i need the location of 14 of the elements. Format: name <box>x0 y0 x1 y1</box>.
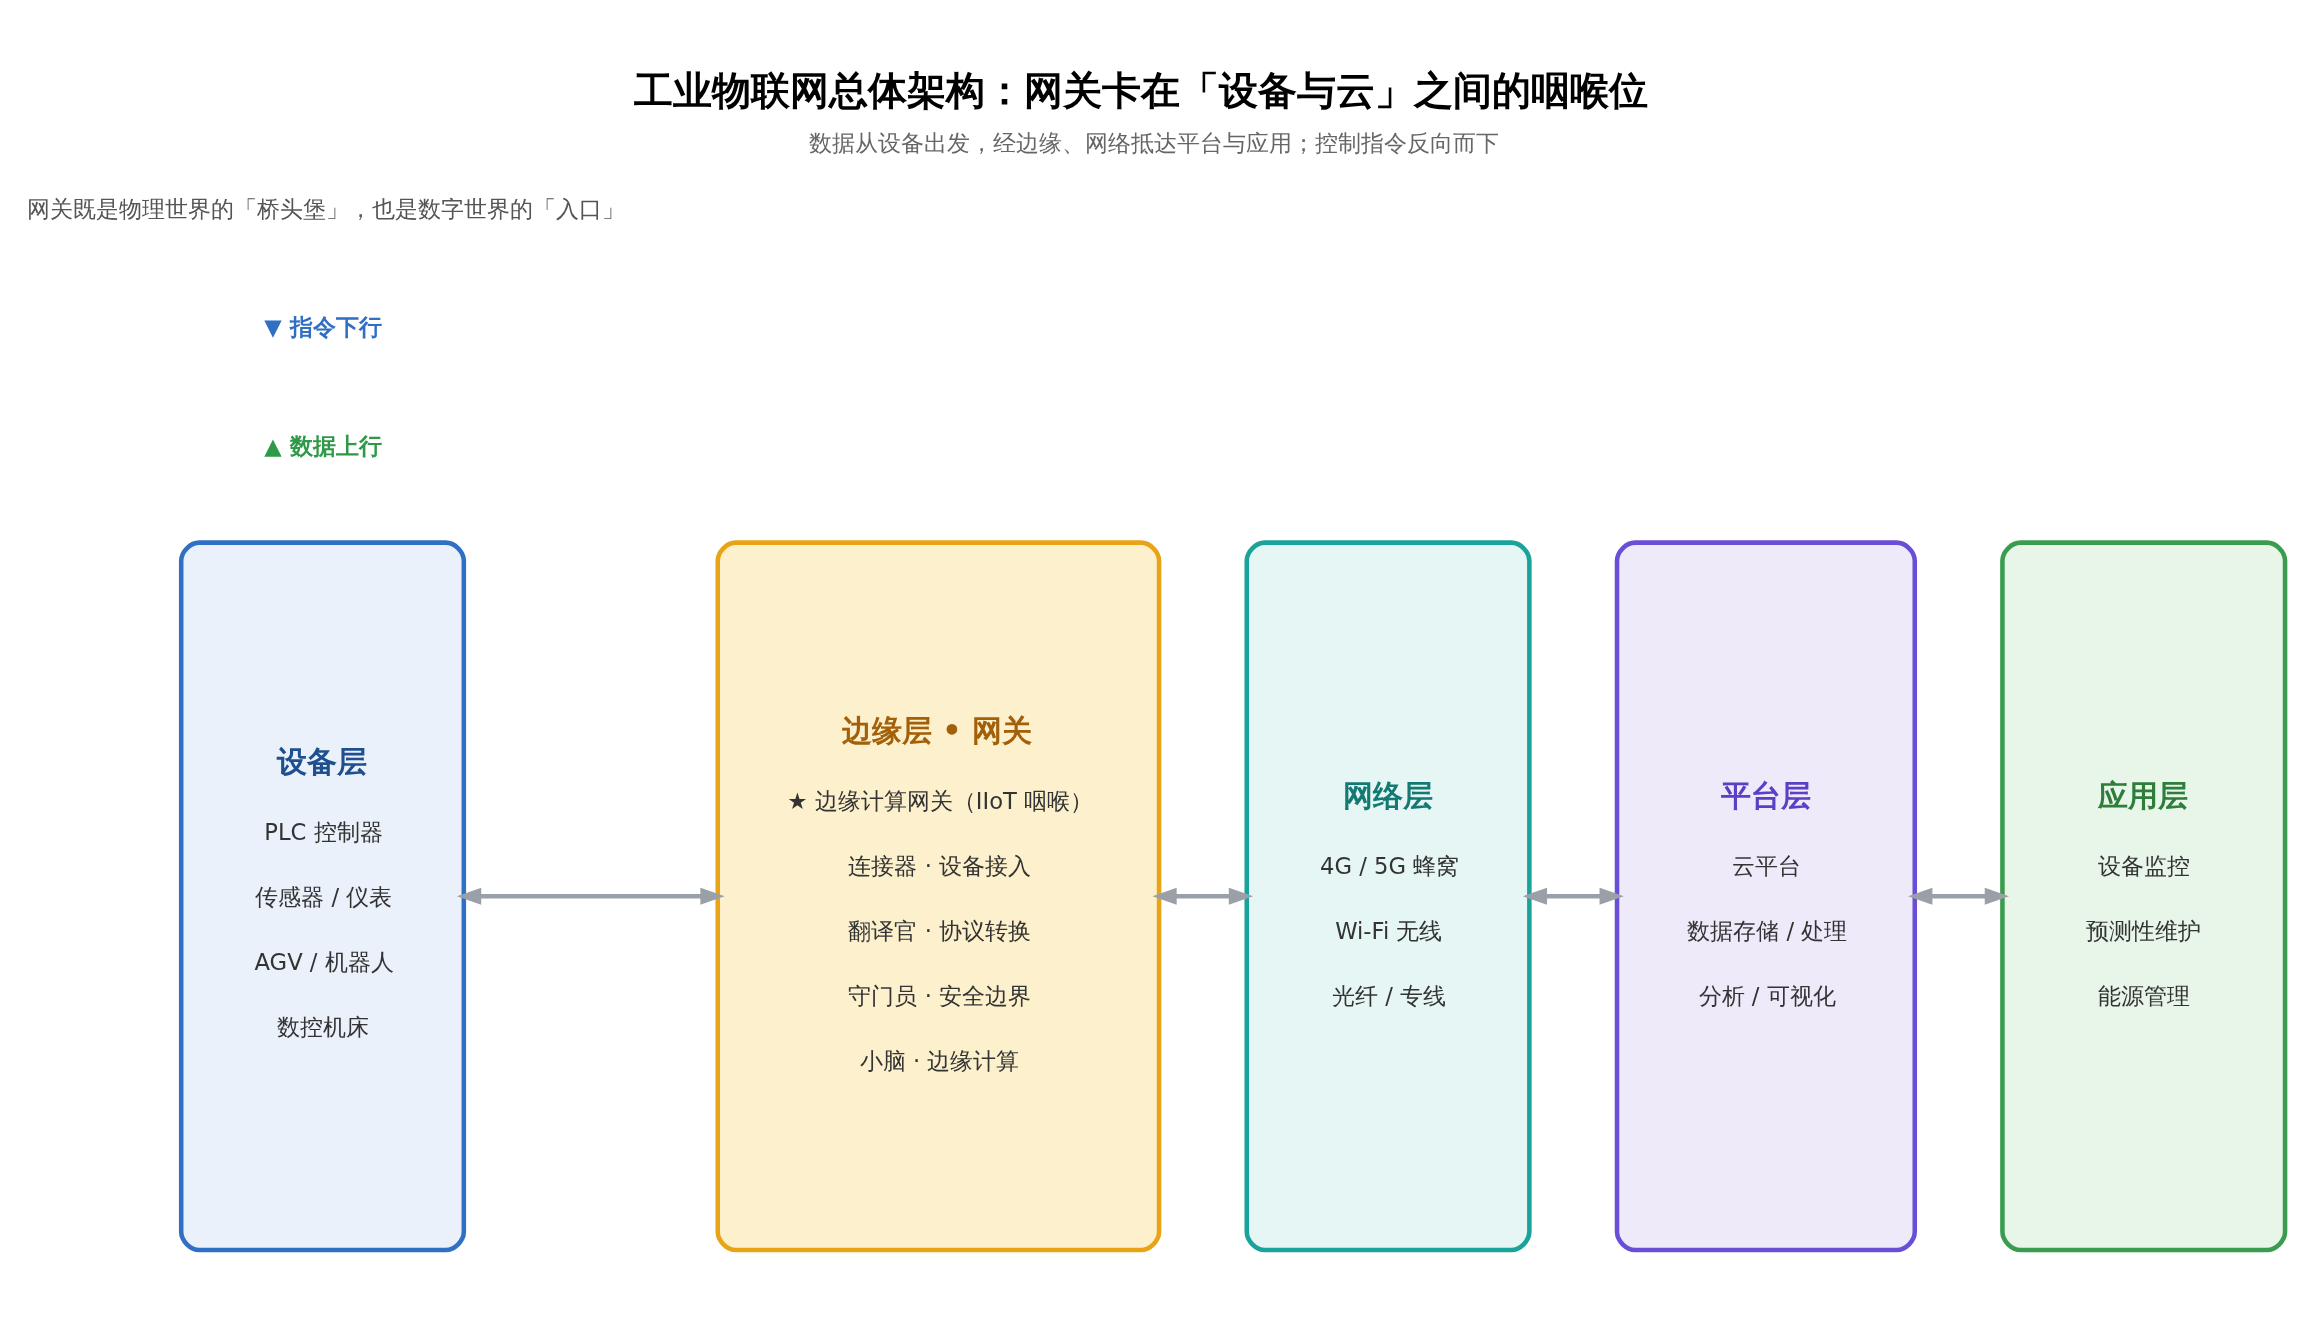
label: ▲ 数据上行 <box>264 432 382 459</box>
node-box: 边缘层 • 网关 ★ 边缘计算网关（IIoT 咽喉） 连接器 · 设备接入 翻译官 · 协议转换 守门员 · 安全边界 小脑 · 边缘计算 <box>715 539 1162 1252</box>
arrow <box>1152 887 1254 905</box>
label: 网关既是物理世界的「桥头堡」，也是数字世界的「入口」 <box>27 195 626 222</box>
node-box: 网络层 4G / 5G 蜂窝 Wi-Fi 无线 光纤 / 专线 <box>1244 539 1532 1252</box>
label: ▼ 指令下行 <box>264 313 382 340</box>
arrow <box>457 887 725 905</box>
arrow <box>1908 887 2009 905</box>
arrow <box>1522 887 1624 905</box>
caption: 数据从设备出发，经边缘、网络抵达平台与应用；控制指令反向而下 <box>809 129 1500 156</box>
node-box: 应用层 设备监控 预测性维护 能源管理 <box>2000 539 2288 1252</box>
node-box: 平台层 云平台 数据存储 / 处理 分析 / 可视化 <box>1614 539 1918 1252</box>
node-box: 设备层 PLC 控制器 传感器 / 仪表 AGV / 机器人 数控机床 <box>178 539 467 1252</box>
diagram-title: 工业物联网总体架构：网关卡在「设备与云」之间的咽喉位 <box>633 67 1648 113</box>
